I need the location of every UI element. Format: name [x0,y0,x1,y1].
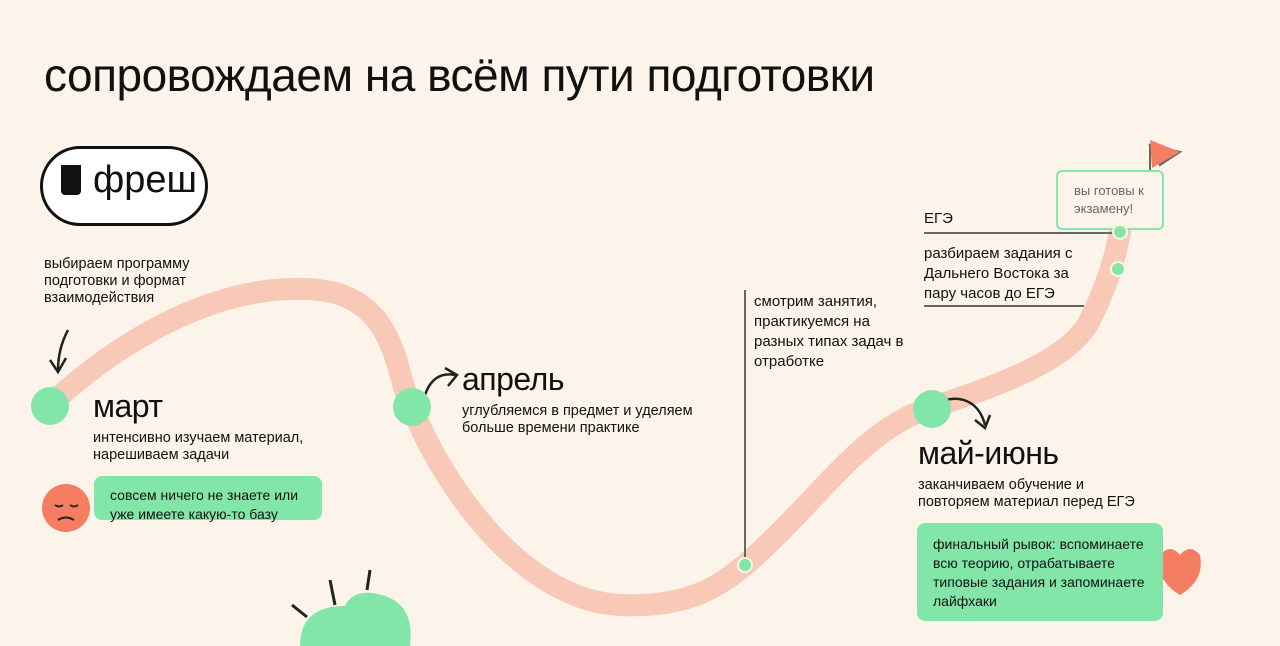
stage-note: совсем ничего не знаете или уже имеете к… [94,476,322,522]
far-east-text: разбираем задания с Дальнего Востока за … [924,245,1073,302]
arrow-icon [48,329,70,375]
stage-desc: углубляемся в предмет и уделяем больше в… [462,403,693,436]
exam-label: ЕГЭ [924,210,953,227]
stage-desc: заканчиваем обучение и повторяем материа… [918,477,1135,510]
milestone-dot [1110,261,1126,277]
drink-icon [61,165,81,195]
stage-desc: интенсивно изучаем материал, нарешиваем … [93,430,304,463]
practice-text: смотрим занятия, практикуемся на разных … [754,293,904,370]
page-title: сопровождаем на всём пути подготовки [44,49,875,101]
decorative-blob [291,569,411,646]
stage-note: финальный рывок: вспоминаете всю теорию,… [917,523,1163,621]
milestone-dot [737,557,753,573]
stage-title: март [93,388,163,424]
arrow-icon [944,397,992,431]
fresh-logo: фреш [40,146,208,226]
stage-title: апрель [462,361,565,397]
arrow-icon [423,366,459,396]
stage-dot [913,390,951,428]
stage-dot [31,387,69,425]
intro-text: выбираем программу подготовки и формат в… [44,256,190,306]
milestone-dot [1112,224,1128,240]
stage-dot [393,388,431,426]
stage-title: май-июнь [918,435,1059,471]
ready-box: вы готовы к экзамену! [1056,170,1164,230]
heart-hands-icon [1159,549,1201,595]
sad-face-icon [42,484,90,532]
